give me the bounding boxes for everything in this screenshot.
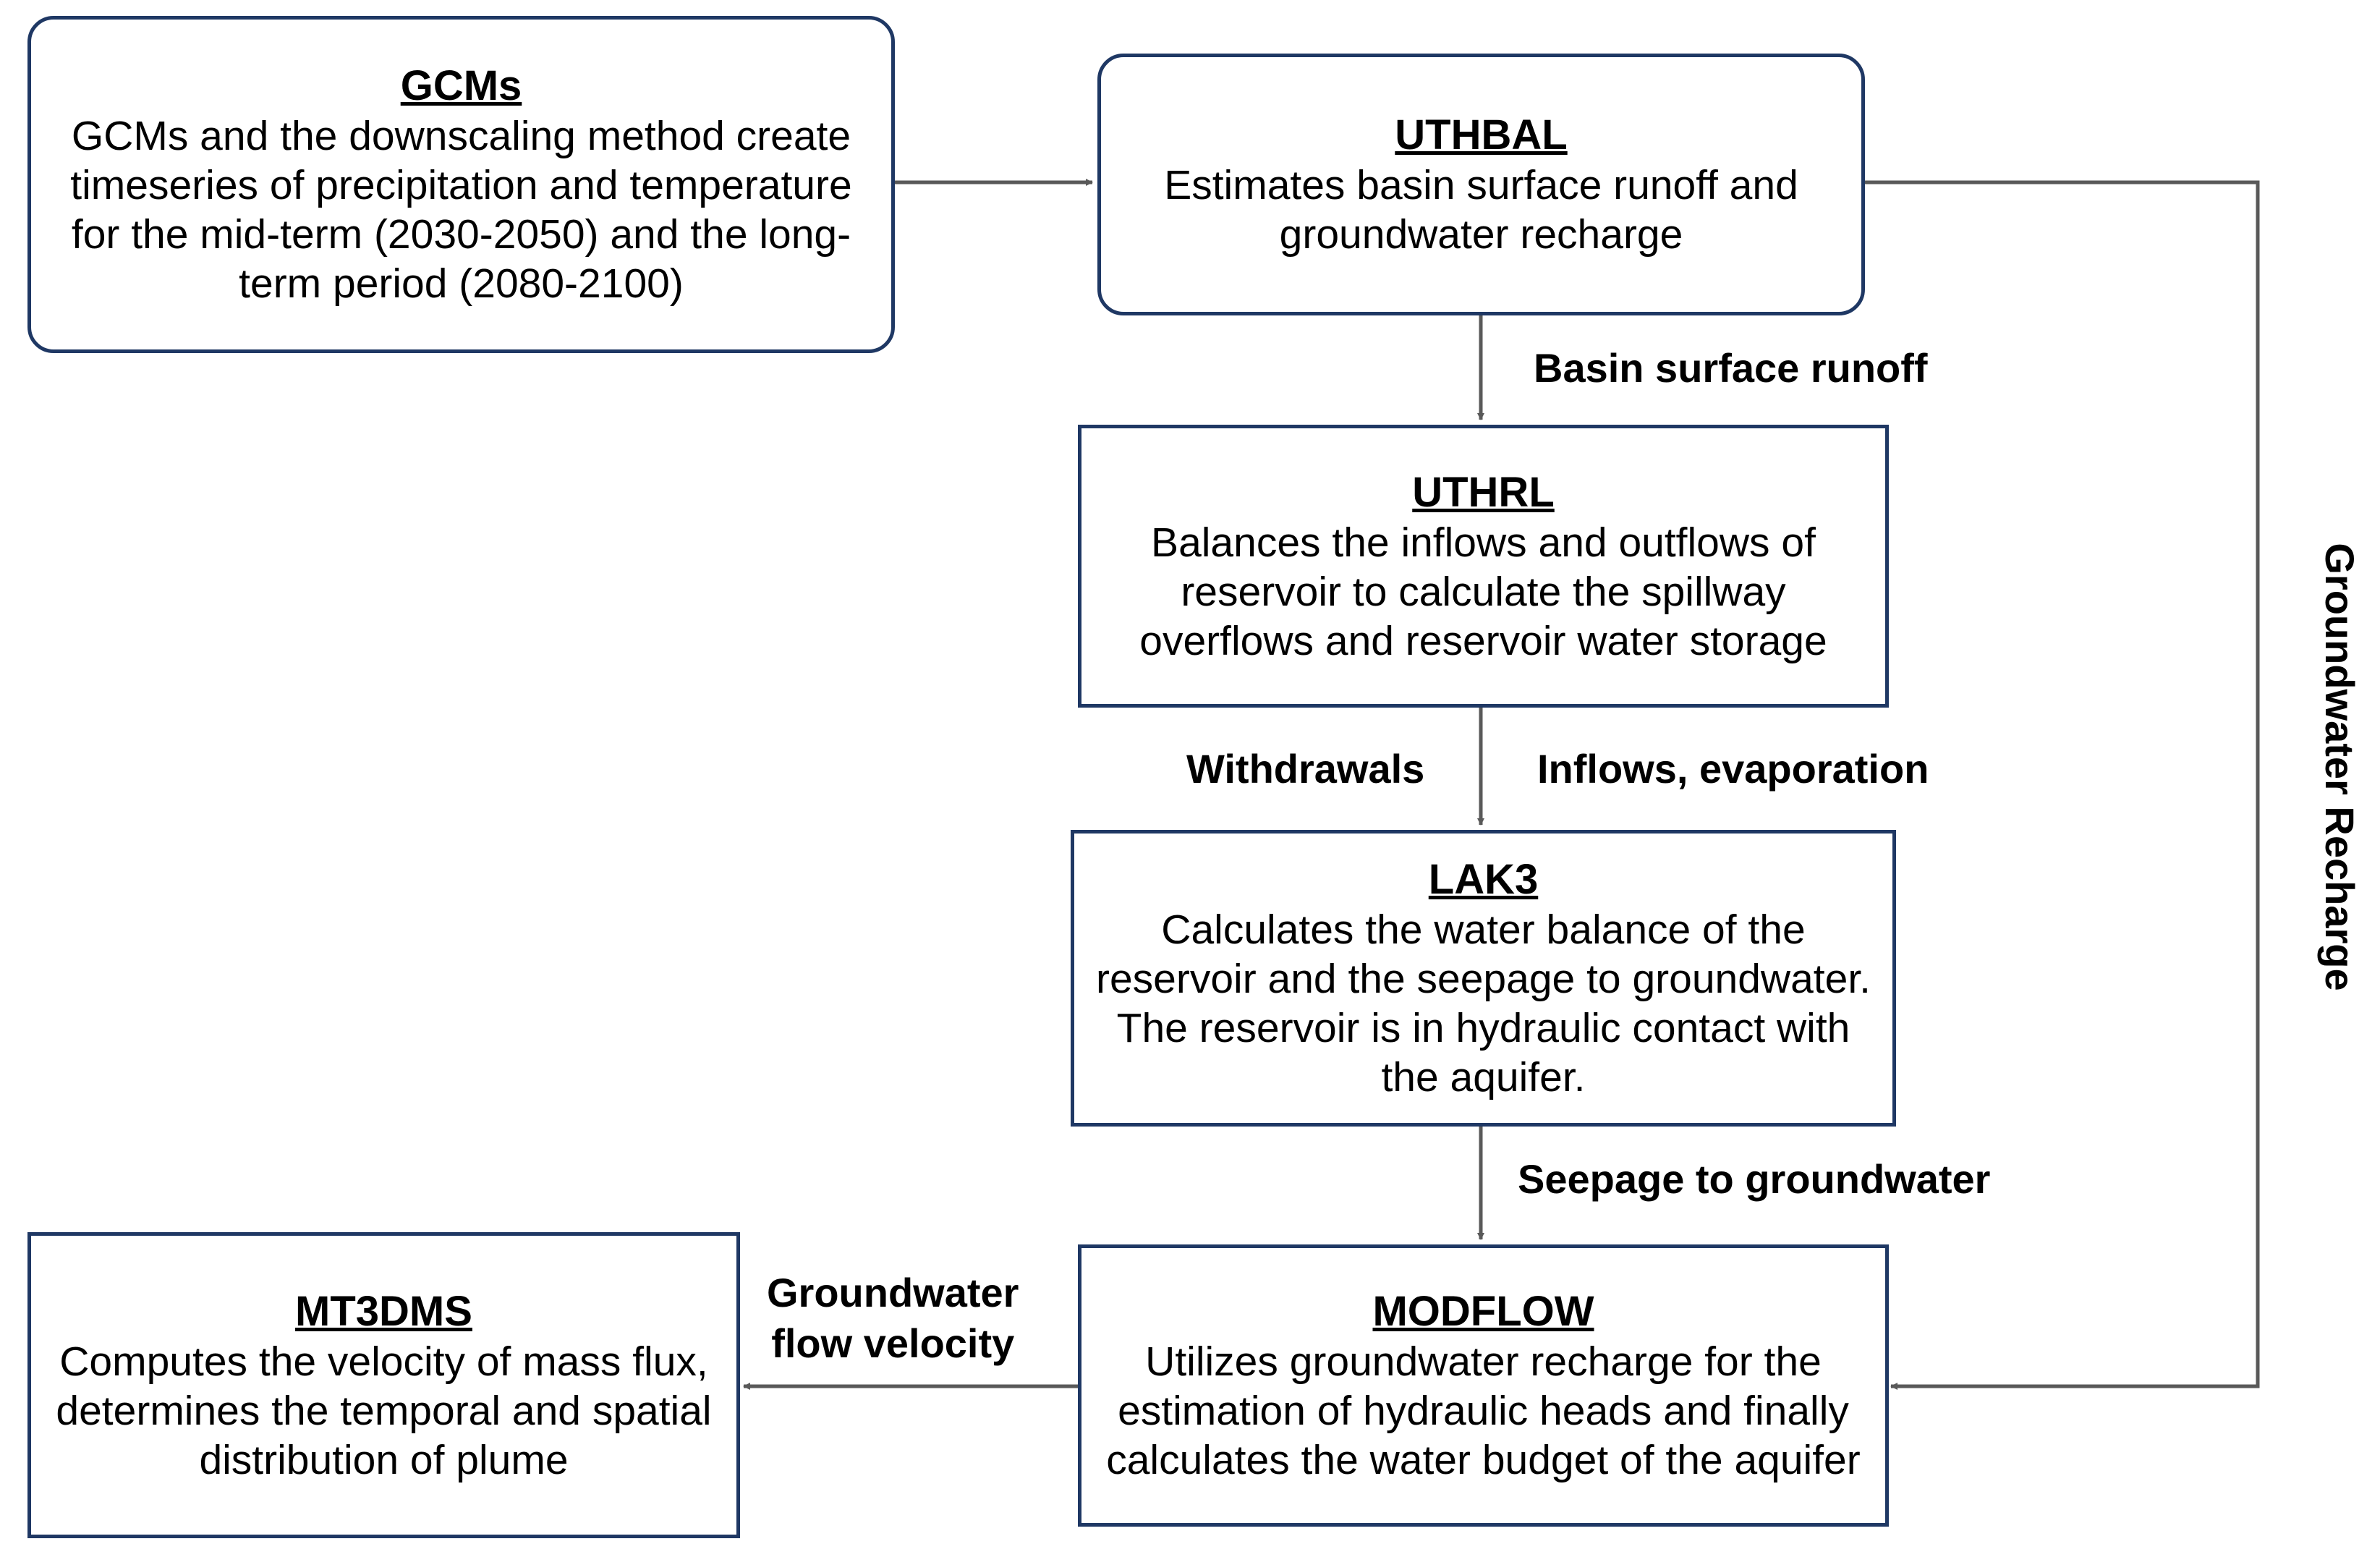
label-seepage-to-groundwater: Seepage to groundwater [1518, 1156, 1991, 1202]
modflow-box: MODFLOW Utilizes groundwater recharge fo… [1078, 1244, 1889, 1527]
label-groundwater-recharge: Groundwater Recharge [2317, 543, 2363, 991]
mt3dms-box: MT3DMS Computes the velocity of mass flu… [27, 1232, 740, 1538]
lak3-box: LAK3 Calculates the water balance of the… [1071, 830, 1896, 1127]
mt3dms-title: MT3DMS [295, 1287, 472, 1335]
lak3-title: LAK3 [1428, 856, 1539, 903]
mt3dms-description: Computes the velocity of mass flux, dete… [56, 1338, 712, 1483]
lak3-description: Calculates the water balance of the rese… [1095, 907, 1871, 1100]
label-groundwater-flow-velocity: Groundwater flow velocity [767, 1270, 1019, 1366]
label-withdrawals: Withdrawals [1186, 746, 1425, 792]
arrow-uthbal-to-modflow-recharge [1865, 180, 2260, 1390]
modflow-description: Utilizes groundwater recharge for the es… [1106, 1339, 1861, 1483]
uthrl-box: UTHRL Balances the inflows and outflows … [1078, 425, 1889, 708]
uthbal-box: UTHBAL Estimates basin surface runoff an… [1097, 54, 1865, 315]
gcms-description: GCMs and the downscaling method create t… [70, 113, 852, 307]
uthrl-description: Balances the inflows and outflows of res… [1139, 519, 1827, 664]
label-basin-surface-runoff: Basin surface runoff [1534, 345, 1928, 391]
label-inflows-evaporation: Inflows, evaporation [1537, 746, 1929, 792]
gcms-title: GCMs [400, 62, 522, 109]
uthbal-title: UTHBAL [1395, 111, 1568, 158]
uthrl-title: UTHRL [1412, 468, 1555, 516]
modflow-title: MODFLOW [1372, 1288, 1594, 1335]
gcms-box: GCMs GCMs and the downscaling method cre… [27, 16, 895, 353]
uthbal-description: Estimates basin surface runoff and groun… [1164, 162, 1798, 258]
